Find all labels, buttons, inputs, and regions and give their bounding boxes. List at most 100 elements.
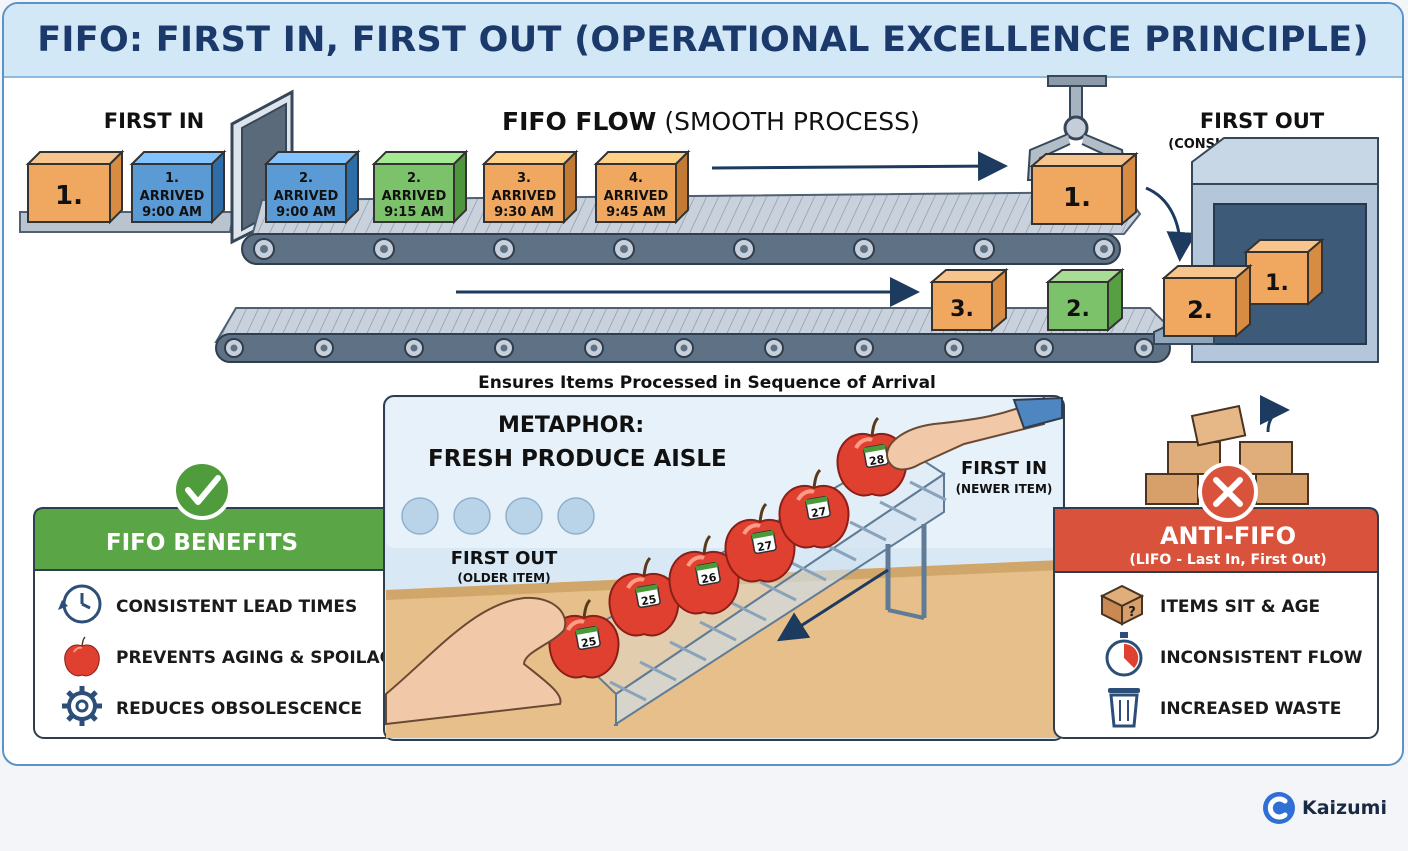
arrival-box-time: 9:45 AM (606, 205, 666, 220)
apple: 26 (667, 534, 741, 616)
arrival-box-status: ARRIVED (274, 189, 339, 204)
benefit-item-lead-times: CONSISTENT LEAD TIMES (116, 597, 357, 617)
roller (314, 338, 334, 358)
arrival-box-time: 9:30 AM (494, 205, 554, 220)
arrival-box-number: 4. (629, 171, 643, 186)
roller (853, 238, 875, 260)
apple: 27 (723, 502, 797, 584)
benefits-title: FIFO BENEFITS (106, 530, 298, 556)
metaphor-title-line1: METAPHOR: (498, 413, 644, 438)
trash-can-icon (1108, 688, 1140, 728)
bin-box-two-number: 2. (1187, 296, 1213, 324)
roller (674, 338, 694, 358)
metaphor-first-out: FIRST OUT (451, 548, 558, 569)
infographic-frame: FIFO: FIRST IN, FIRST OUT (OPERATIONAL E… (2, 2, 1404, 766)
bottom-box-two-number: 2. (1066, 297, 1090, 322)
arrival-box-number: 2. (407, 171, 421, 186)
page-title: FIFO: FIRST IN, FIRST OUT (OPERATIONAL E… (37, 20, 1369, 60)
arrival-box-time: 9:00 AM (276, 205, 336, 220)
roller (224, 338, 244, 358)
hand-left (385, 596, 567, 726)
bottom-conveyor-rollers (224, 338, 1154, 358)
fifo-benefits-panel: FIFO BENEFITS (33, 460, 395, 739)
brand-name: Kaizumi (1302, 797, 1387, 819)
apple-date-tag: 27 (810, 505, 827, 520)
apple: 25 (607, 556, 681, 638)
first-out-label: FIRST OUT (1200, 109, 1325, 133)
top-conveyor-rollers (253, 238, 1115, 260)
bottom-conveyor (214, 307, 1171, 363)
clock-icon (58, 584, 102, 624)
roller (404, 338, 424, 358)
stacked-boxes-illustration (1145, 395, 1309, 522)
arrival-box-time: 9:00 AM (142, 205, 202, 220)
svg-text:?: ? (1128, 605, 1136, 620)
bottom-box-three-number: 3. (950, 297, 974, 322)
claw-box: 1. (1029, 151, 1139, 227)
arrival-box-status: ARRIVED (604, 189, 669, 204)
roller (973, 238, 995, 260)
apple: 28 (835, 416, 909, 498)
fifo-flow-title-rest: (SMOOTH PROCESS) (664, 107, 919, 136)
apple-date-tag: 27 (756, 539, 773, 554)
roller (733, 238, 755, 260)
fifo-flow-title-bold: FIFO FLOW (502, 107, 656, 136)
arrival-box-number: 2. (299, 171, 313, 186)
arrival-box-status: ARRIVED (382, 189, 447, 204)
roller (613, 238, 635, 260)
metaphor-first-out-sub: (OLDER ITEM) (457, 571, 550, 585)
roller (494, 338, 514, 358)
bottom-box-three: 3. (929, 267, 1009, 333)
claw-box-number: 1. (1063, 183, 1091, 213)
benefit-item-obsolescence: REDUCES OBSOLESCENCE (116, 699, 362, 719)
top-conveyor (241, 190, 1142, 265)
checkmark-icon (172, 460, 232, 520)
arrival-box-number: 3. (517, 171, 531, 186)
apple: 27 (777, 468, 851, 550)
first-in-box-number: 1. (55, 181, 83, 211)
apple: 25 (547, 598, 621, 680)
arrival-box-time: 9:15 AM (384, 205, 444, 220)
top-flow-arrow (711, 151, 1008, 182)
roller (1093, 238, 1115, 260)
roller (1034, 338, 1054, 358)
arrival-box-status: ARRIVED (140, 189, 205, 204)
benefit-item-spoilage: PREVENTS AGING & SPOILAGE (116, 648, 405, 668)
kaizumi-logo-icon (1263, 792, 1295, 824)
fifo-flow-title: FIFO FLOW (SMOOTH PROCESS) (502, 107, 920, 136)
bin-box-one-number: 1. (1265, 271, 1289, 296)
roller (493, 238, 515, 260)
apple-date-tag: 25 (640, 593, 657, 608)
diagram-canvas: FIRST IN FIFO FLOW (SMOOTH PROCESS) FIRST… (19, 75, 1379, 741)
anti-item-sit-age: ITEMS SIT & AGE (1160, 597, 1320, 617)
first-in-label: FIRST IN (104, 109, 204, 133)
roller (944, 338, 964, 358)
apple-row: 25 25 26 27 27 28 (547, 416, 909, 680)
background-apples (401, 497, 595, 535)
bin-box-one: 1. (1243, 237, 1325, 307)
roller (253, 238, 275, 260)
arrival-box-status: ARRIVED (492, 189, 557, 204)
arrival-box-number: 1. (165, 171, 179, 186)
flow-caption: Ensures Items Processed in Sequence of A… (478, 373, 936, 393)
title-bar: FIFO: FIRST IN, FIRST OUT (OPERATIONAL E… (4, 4, 1402, 78)
stopwatch-icon (1105, 632, 1143, 677)
first-in-box: 1. (25, 149, 125, 225)
roller (1134, 338, 1154, 358)
anti-title: ANTI-FIFO (1160, 522, 1296, 550)
question-box-icon: ? (1099, 584, 1145, 626)
metaphor-first-in: FIRST IN (961, 458, 1047, 479)
roller (584, 338, 604, 358)
bin-box-two: 2. (1161, 263, 1253, 339)
drop-arrow (1145, 186, 1197, 262)
apple-date-tag: 25 (580, 635, 597, 650)
hand-right (886, 396, 1063, 471)
brand-logo: Kaizumi (1262, 790, 1387, 826)
roller (854, 338, 874, 358)
anti-item-increased-waste: INCREASED WASTE (1160, 699, 1341, 719)
